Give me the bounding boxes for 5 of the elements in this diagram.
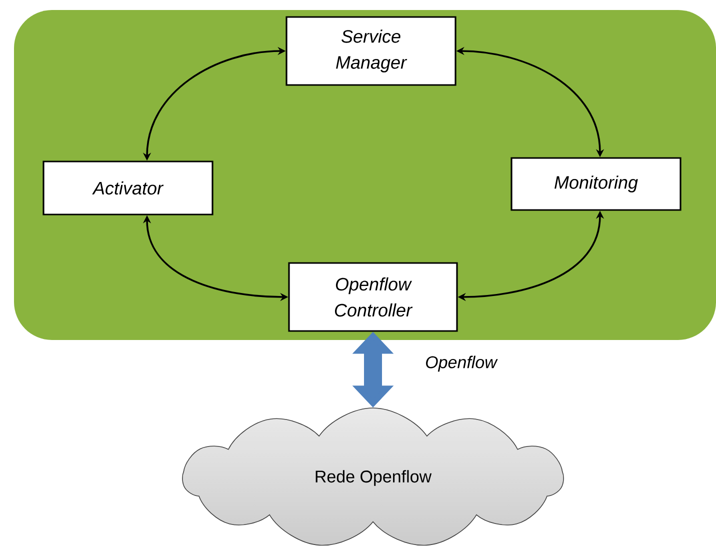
process-box: Service Manager	[286, 16, 456, 86]
process-box: Activator	[42, 160, 214, 216]
edge-label: Openflow	[426, 356, 498, 372]
process-box: Monitoring	[510, 157, 682, 211]
process-box: Openflow Controller	[288, 262, 458, 332]
